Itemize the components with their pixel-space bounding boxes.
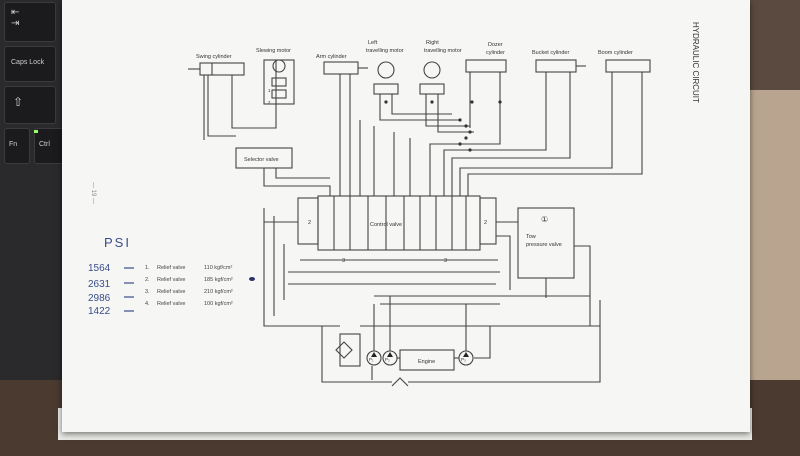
- label-tow-2: pressure valve: [526, 242, 562, 248]
- relief-4-num: 4.: [145, 301, 150, 307]
- right-travel-motor-symbol: [423, 61, 441, 79]
- swing-cylinder-body: [199, 62, 245, 76]
- relief-2-label: Relief valve: [157, 277, 185, 283]
- relief-4-value: 100 kgf/cm²: [204, 301, 233, 307]
- label-num-2-left: 2: [308, 220, 311, 226]
- key-led: [34, 130, 38, 133]
- key-fn-label: Fn: [9, 141, 18, 148]
- label-boom-cylinder: Boom cylinder: [598, 50, 633, 56]
- label-small-1: 1: [268, 88, 271, 93]
- handwritten-value-1: 1564: [88, 263, 111, 274]
- relief-3-value: 210 kgf/cm²: [204, 289, 233, 295]
- hydraulic-circuit-sheet: Swing cylinder Slewing motor Arm cylinde…: [62, 0, 750, 432]
- relief-2-value: 185 kgf/cm²: [204, 277, 233, 283]
- tank-symbol: [391, 377, 409, 387]
- cooler-box: [339, 333, 361, 367]
- label-slewing-motor: Slewing motor: [256, 48, 291, 54]
- left-travel-motor-symbol: [377, 61, 395, 79]
- dozer-cylinder-body: [465, 59, 507, 73]
- key-ctrl-label: Ctrl: [39, 141, 50, 148]
- key-arrow: ⇤⇥: [4, 2, 56, 42]
- label-selector-valve: Selector valve: [244, 157, 279, 163]
- label-left-travel-2: travelling motor: [366, 48, 404, 54]
- label-right-travel-1: Right: [426, 40, 439, 46]
- arm-cylinder-body: [323, 61, 359, 75]
- relief-3-label: Relief valve: [157, 289, 185, 295]
- label-num-1: ①: [541, 215, 548, 224]
- key-caps-lock: Caps Lock: [4, 46, 56, 82]
- label-control-valve: Control valve: [370, 222, 402, 228]
- slewing-motor-symbol: [272, 59, 286, 73]
- label-num-3-left: 3: [342, 258, 345, 264]
- control-valve-end-right: [479, 197, 497, 245]
- handwritten-value-4: 1422: [88, 306, 111, 317]
- boom-cylinder-body: [605, 59, 651, 73]
- handwritten-value-3: 2986: [88, 293, 111, 304]
- label-p1: P₁: [369, 357, 374, 362]
- label-p3: P₃: [461, 357, 466, 362]
- hydraulic-circuit-diagram: Swing cylinder Slewing motor Arm cylinde…: [88, 22, 700, 387]
- slewing-motor-frame: [263, 59, 295, 105]
- relief-3-num: 3.: [145, 289, 150, 295]
- ink-mark: [249, 277, 255, 281]
- bucket-cylinder-body: [535, 59, 577, 73]
- label-tow-1: Tow: [526, 234, 536, 240]
- label-small-2: 2: [268, 100, 271, 105]
- relief-2-num: 2.: [145, 277, 150, 283]
- filter-symbol: [335, 341, 353, 359]
- label-p2: P₂: [385, 357, 390, 362]
- relief-1-num: 1.: [145, 265, 150, 271]
- label-bucket-cylinder: Bucket cylinder: [532, 50, 569, 56]
- margin-mark: — 19 —: [90, 182, 96, 204]
- label-num-3-right: 3: [444, 258, 447, 264]
- key-caps-lock-label: Caps Lock: [11, 59, 45, 66]
- handwritten-value-2: 2631: [88, 279, 111, 290]
- key-fn: Fn: [4, 128, 30, 164]
- engine-box: [399, 349, 455, 371]
- label-left-travel-1: Left: [368, 40, 378, 46]
- relief-1-label: Relief valve: [157, 265, 185, 271]
- relief-1-value: 110 kgf/cm²: [204, 265, 232, 271]
- label-dozer-2: cylinder: [486, 50, 505, 56]
- laptop-keyboard: ⇤⇥ Caps Lock ⇧ Fn Ctrl: [0, 0, 70, 380]
- label-arm-cylinder: Arm cylinder: [316, 54, 347, 60]
- key-ctrl: Ctrl: [34, 128, 64, 164]
- key-shift: ⇧: [4, 86, 56, 124]
- handwritten-psi-title: PSI: [104, 235, 131, 250]
- label-engine: Engine: [418, 359, 435, 365]
- side-title: HYDRAULIC CIRCUIT: [691, 22, 700, 103]
- relief-4-label: Relief valve: [157, 301, 185, 307]
- label-right-travel-2: travelling motor: [424, 48, 462, 54]
- label-num-2-right: 2: [484, 220, 487, 226]
- label-swing-cylinder: Swing cylinder: [196, 54, 232, 60]
- label-dozer-1: Dozer: [488, 42, 503, 48]
